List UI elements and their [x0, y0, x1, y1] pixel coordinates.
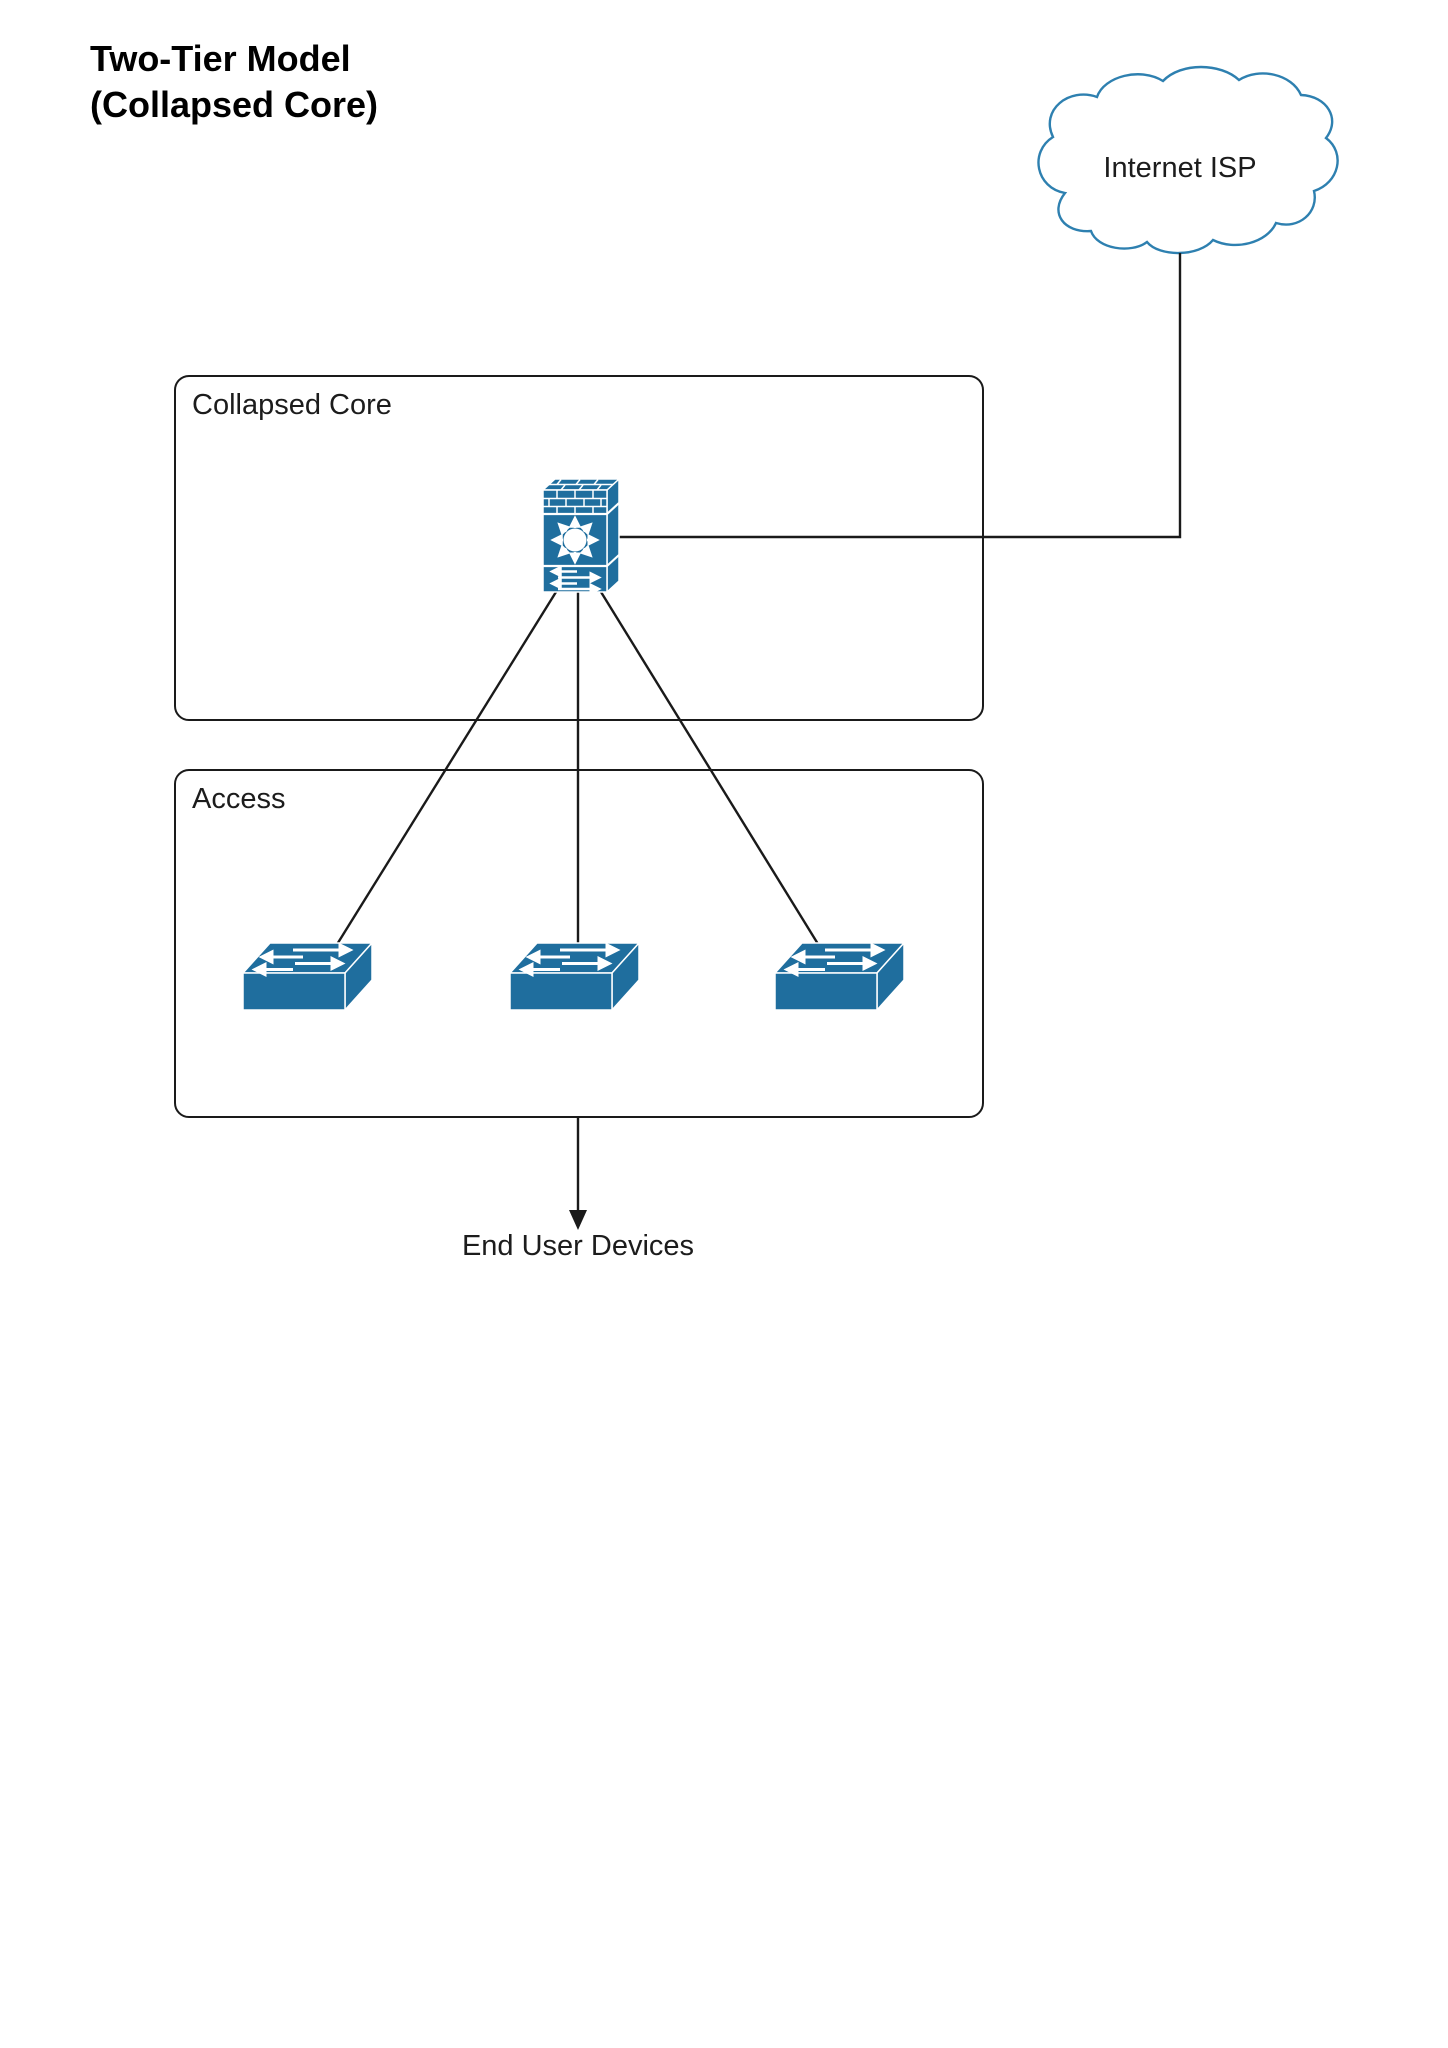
access-switch-3-icon — [775, 943, 904, 1010]
collapsed-core-label: Collapsed Core — [192, 389, 392, 421]
diagram-title: Two-Tier Model (Collapsed Core) — [90, 36, 378, 128]
link-core-to-switch-1 — [334, 591, 558, 947]
diagram-title-line1: Two-Tier Model — [90, 38, 351, 79]
link-core-to-isp — [612, 253, 1182, 539]
internet-cloud-icon — [1037, 65, 1339, 255]
firewall-multilayer-switch-icon — [542, 478, 620, 596]
access-switch-2-icon — [510, 943, 639, 1010]
end-user-arrow — [569, 1116, 587, 1230]
access-label: Access — [192, 783, 286, 815]
access-switch-1-icon — [243, 943, 372, 1010]
diagram-title-line2: (Collapsed Core) — [90, 84, 379, 125]
link-core-to-switch-3 — [599, 591, 820, 945]
end-user-devices-label: End User Devices — [461, 1230, 695, 1262]
internet-cloud-label: Internet ISP — [1103, 152, 1257, 184]
